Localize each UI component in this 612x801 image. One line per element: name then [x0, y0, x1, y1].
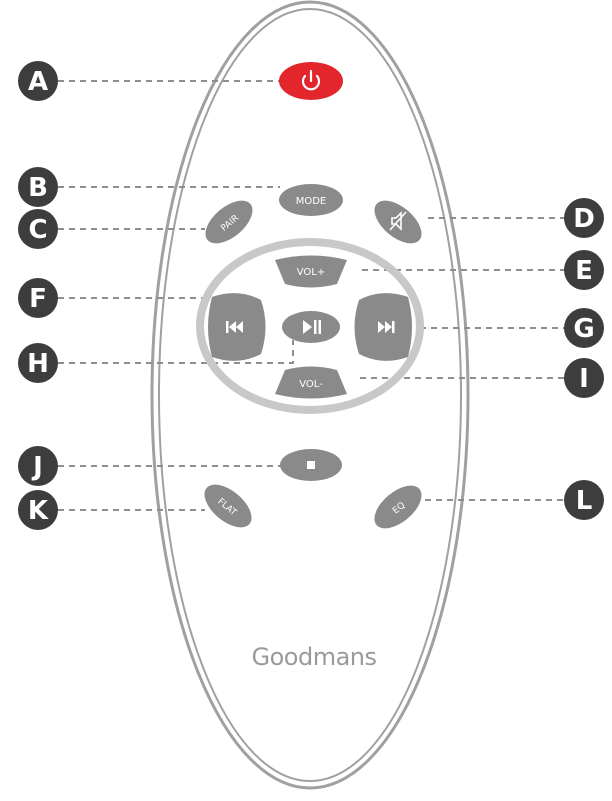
- callout-i: I: [564, 358, 604, 398]
- callout-j-letter: J: [31, 452, 43, 482]
- leader-h: [58, 340, 294, 364]
- stop-button[interactable]: [280, 449, 342, 481]
- callout-i-letter: I: [579, 364, 589, 394]
- callout-h-letter: H: [27, 349, 49, 379]
- callout-l-letter: L: [576, 486, 593, 516]
- brand-logo-text: Goodmans: [252, 643, 377, 671]
- callout-g: G: [564, 308, 604, 348]
- callout-l: L: [564, 480, 604, 520]
- navigation-ring: [196, 238, 424, 414]
- callout-e-letter: E: [575, 256, 593, 286]
- eq-button[interactable]: EQ: [367, 478, 429, 537]
- skip-next-icon: [378, 321, 395, 333]
- flat-button[interactable]: FLAT: [197, 477, 259, 536]
- callout-f: F: [18, 278, 58, 318]
- mute-icon: [389, 211, 407, 231]
- callout-b: B: [18, 167, 58, 207]
- play-pause-icon: [303, 320, 321, 334]
- vol-down-label: VOL-: [299, 379, 323, 390]
- pair-button[interactable]: PAIR: [198, 193, 260, 252]
- power-button[interactable]: [279, 62, 343, 100]
- callout-h: H: [18, 343, 58, 383]
- callout-c-letter: C: [28, 215, 47, 245]
- play-pause-button[interactable]: [282, 311, 340, 343]
- callout-d-letter: D: [573, 204, 595, 234]
- callout-b-letter: B: [28, 173, 48, 203]
- callout-e: E: [564, 250, 604, 290]
- vol-up-label: VOL+: [297, 267, 326, 278]
- mode-button[interactable]: MODE: [279, 184, 343, 216]
- skip-previous-icon: [226, 321, 243, 333]
- vol-down-button[interactable]: VOL-: [275, 366, 347, 399]
- stop-icon: [307, 461, 315, 469]
- leader-lines: [58, 80, 566, 511]
- callout-j: J: [18, 446, 58, 486]
- mute-button[interactable]: [367, 193, 429, 252]
- previous-button[interactable]: [208, 293, 266, 361]
- callout-g-letter: G: [573, 314, 594, 344]
- callout-f-letter: F: [29, 284, 47, 314]
- callout-k: K: [18, 490, 58, 530]
- vol-up-button[interactable]: VOL+: [275, 255, 347, 288]
- mode-label: MODE: [296, 196, 327, 207]
- next-button[interactable]: [354, 293, 413, 361]
- callout-c: C: [18, 209, 58, 249]
- callout-a-letter: A: [28, 67, 48, 97]
- callout-a: A: [18, 61, 58, 101]
- callout-k-letter: K: [28, 496, 49, 526]
- power-icon: [301, 69, 321, 91]
- callout-d: D: [564, 198, 604, 238]
